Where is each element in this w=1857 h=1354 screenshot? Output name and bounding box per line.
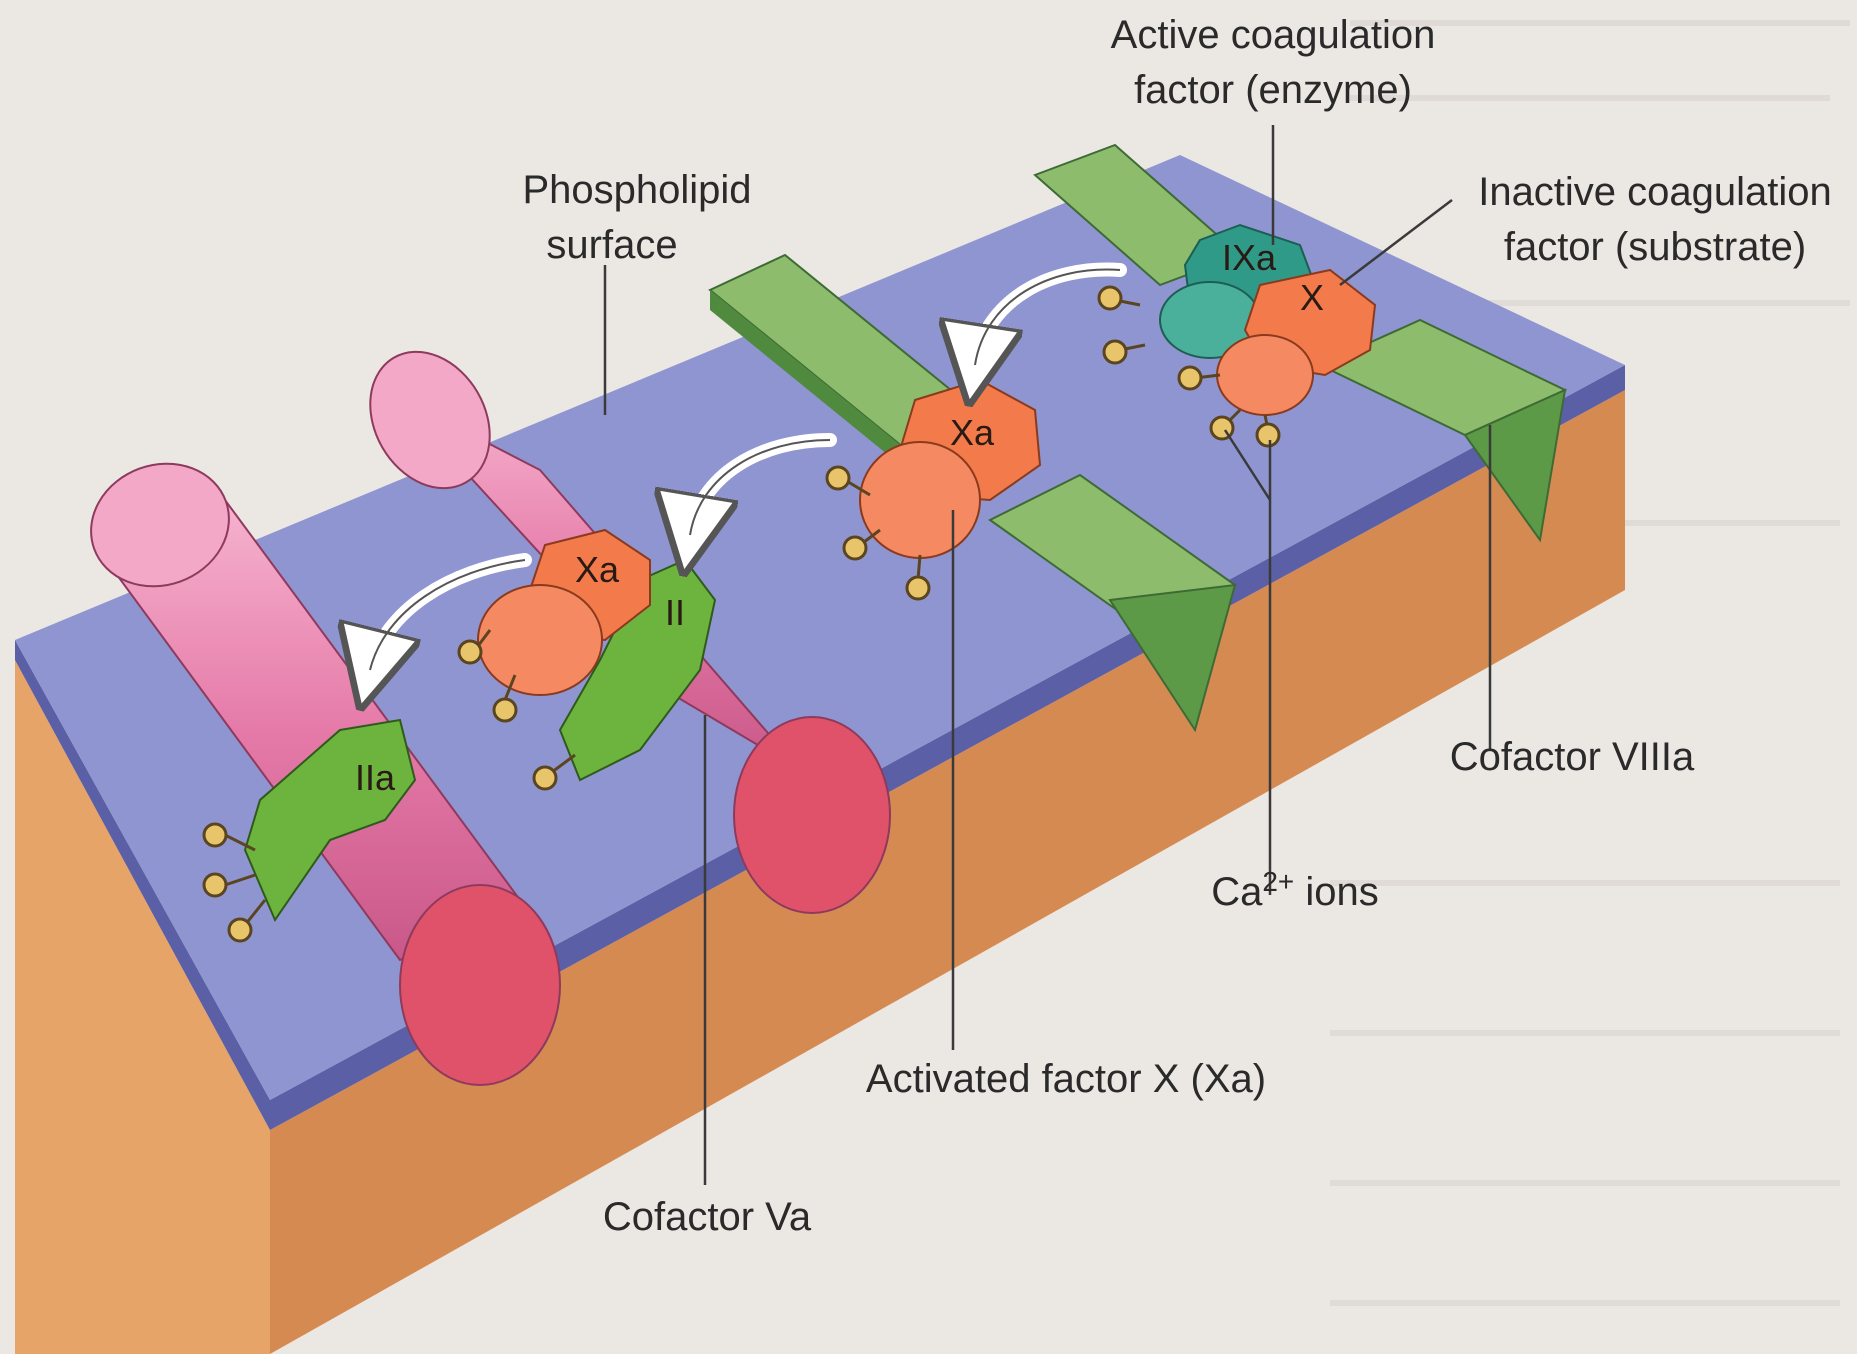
ca-ion: [1257, 424, 1279, 446]
label-inactive-factor-2: factor (substrate): [1504, 225, 1806, 269]
ca-ion: [459, 641, 481, 663]
ca-ion: [204, 824, 226, 846]
label-phospholipid-2: surface: [546, 223, 677, 267]
va-cylinder-middle-cap-front: [734, 717, 890, 913]
label-inactive-factor-1: Inactive coagulation: [1478, 170, 1832, 214]
label-cofactor-viiia: Cofactor VIIIa: [1450, 735, 1695, 779]
label-active-factor-1: Active coagulation: [1111, 13, 1436, 57]
ca-ion: [204, 874, 226, 896]
x-substrate-base: [1217, 335, 1313, 415]
ca-ion: [229, 919, 251, 941]
xa-central-base: [860, 442, 980, 558]
va-cylinder-left-cap-front: [400, 885, 560, 1085]
ca-ion: [907, 577, 929, 599]
ca-ion: [1099, 287, 1121, 309]
label-cofactor-va: Cofactor Va: [603, 1195, 812, 1239]
ca-ion: [1104, 341, 1126, 363]
ca-ion: [827, 467, 849, 489]
xa-left-base: [478, 585, 602, 695]
iia-label: IIa: [355, 757, 396, 798]
xa-left-label: Xa: [575, 549, 620, 590]
label-active-factor-2: factor (enzyme): [1134, 68, 1412, 112]
ixa-label: IXa: [1222, 237, 1277, 278]
label-phospholipid-1: Phospholipid: [522, 168, 751, 212]
x-label: X: [1300, 277, 1324, 318]
ca-ion: [494, 699, 516, 721]
ca-ion: [844, 537, 866, 559]
xa-central-label: Xa: [950, 412, 995, 453]
ca-ion: [534, 767, 556, 789]
label-activated-factor-x: Activated factor X (Xa): [866, 1057, 1266, 1101]
ca-ion: [1179, 367, 1201, 389]
label-ca-ions: Ca2+ ions: [1211, 866, 1379, 914]
ii-label: II: [665, 592, 685, 633]
